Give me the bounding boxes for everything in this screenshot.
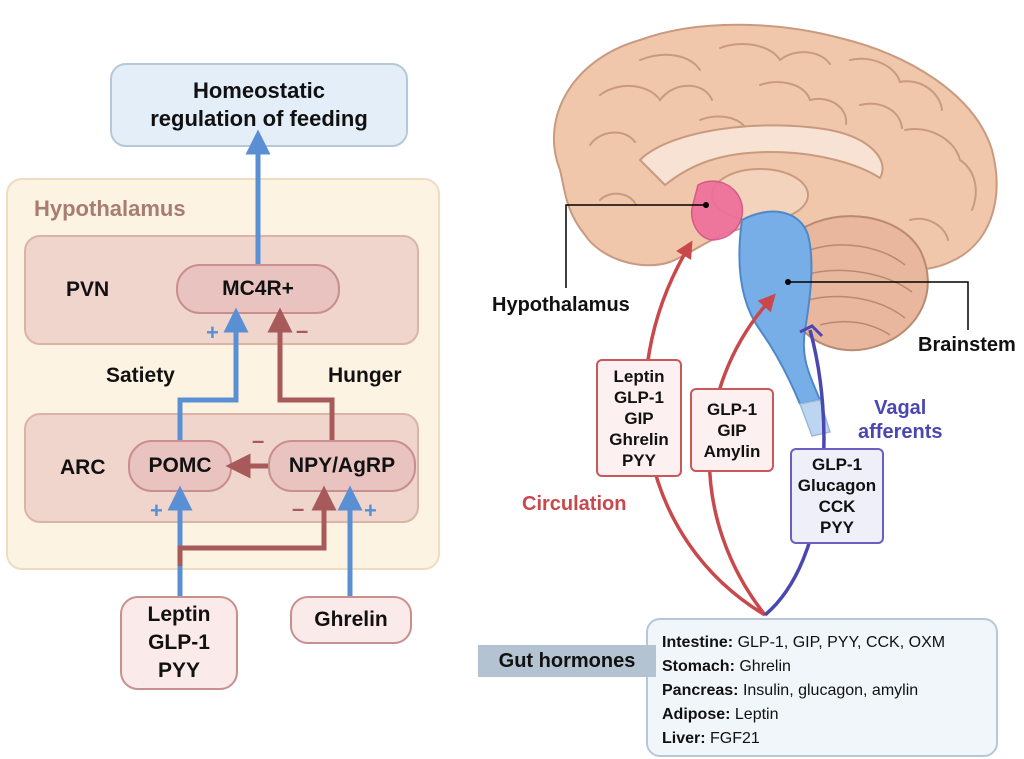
npy-to-pomc-minus: – <box>252 428 265 453</box>
npy-to-mc4r-arrow <box>267 307 335 440</box>
pomc-to-mc4r-arrow <box>177 307 249 440</box>
gut-hormones-adipose: Leptin <box>734 706 779 723</box>
gut-hormones-tag: Gut hormones <box>478 645 656 677</box>
vagal-hormone-pyy: PYY <box>819 518 855 537</box>
gut-organ-liver: Liver: <box>662 730 706 747</box>
circulation-label: Circulation <box>522 493 627 515</box>
bs-hormone-gip: GIP <box>717 420 747 440</box>
gut-organ-pancreas: Pancreas: <box>662 682 739 699</box>
npy-agrp-node: NPY/AgRP <box>268 440 416 492</box>
gut-organ-adipose: Adipose: <box>662 706 731 723</box>
pomc-node: POMC <box>128 440 232 492</box>
satiety-label: Satiety <box>106 364 175 387</box>
hyp-hormone-ghrelin: Ghrelin <box>609 429 669 449</box>
gut-organ-stomach: Stomach: <box>662 658 735 675</box>
gut-row-intestine: Intestine: GLP-1, GIP, PYY, CCK, OXM <box>662 634 945 652</box>
input-leptin: Leptin <box>147 603 211 626</box>
leptin-to-npy-minus: – <box>292 496 305 521</box>
brainstem-hormone-box: GLP-1 GIP Amylin <box>690 388 774 472</box>
cerebellum-folia <box>804 244 913 336</box>
brainstem <box>738 210 822 406</box>
gut-row-pancreas: Pancreas: Insulin, glucagon, amylin <box>662 682 918 700</box>
gut-row-stomach: Stomach: Ghrelin <box>662 658 791 676</box>
leptin-to-npy-arrow <box>177 485 337 566</box>
gut-organ-intestine: Intestine: <box>662 634 734 651</box>
arc-label: ARC <box>60 456 106 479</box>
pvn-row <box>24 235 419 345</box>
brainstem-pointer <box>788 281 969 330</box>
ghrelin-input: Ghrelin <box>290 596 412 644</box>
bs-hormone-glp1: GLP-1 <box>706 399 758 419</box>
gut-hormones-stomach: Ghrelin <box>739 658 791 675</box>
hyp-hormone-leptin: Leptin <box>613 366 665 386</box>
vagal-hormone-cck: CCK <box>818 497 856 516</box>
input-glp1: GLP-1 <box>148 631 210 654</box>
hyp-hormone-glp1: GLP-1 <box>613 387 665 407</box>
title-line-1: Homeostatic <box>192 78 326 103</box>
hyp-hormone-pyy: PYY <box>621 450 656 470</box>
mc4r-node: MC4R+ <box>176 264 340 314</box>
hunger-label: Hunger <box>328 364 402 387</box>
hypothalamus-pointer <box>565 204 706 288</box>
bs-hormone-amylin: Amylin <box>703 441 761 461</box>
vagal-label-line-2: afferents <box>858 421 943 443</box>
hypothalamus-hormone-box: Leptin GLP-1 GIP Ghrelin PYY <box>596 359 682 477</box>
vagal-hormone-glp1: GLP-1 <box>811 455 863 474</box>
ghrelin-to-npy-plus: + <box>364 498 377 523</box>
gut-hormones-pancreas: Insulin, glucagon, amylin <box>742 682 919 699</box>
gut-hormones-box: Intestine: GLP-1, GIP, PYY, CCK, OXM Sto… <box>646 618 998 757</box>
leptin-to-pomc-plus: + <box>150 498 163 523</box>
corpus-callosum <box>638 124 884 187</box>
vagal-afferents-label: Vagal afferents <box>858 396 942 444</box>
pomc-to-mc4r-plus: + <box>206 320 219 345</box>
gut-hormones-liver: FGF21 <box>710 730 760 747</box>
brainstem-label: Brainstem <box>918 334 1016 356</box>
hypothalamus-brain-label: Hypothalamus <box>492 294 630 316</box>
hypothalamus-panel-title: Hypothalamus <box>34 196 186 221</box>
pvn-label: PVN <box>66 278 110 301</box>
hyp-hormone-gip: GIP <box>624 408 654 428</box>
gut-row-adipose: Adipose: Leptin <box>662 706 779 724</box>
gut-row-liver: Liver: FGF21 <box>662 730 760 748</box>
input-pyy: PYY <box>157 659 201 682</box>
vagal-hormone-box: GLP-1 Glucagon CCK PYY <box>790 448 884 544</box>
gut-hormones-intestine: GLP-1, GIP, PYY, CCK, OXM <box>737 634 946 651</box>
title-line-2: regulation of feeding <box>150 106 368 131</box>
vagal-hormone-glucagon: Glucagon <box>797 476 877 495</box>
hypothalamus-region <box>690 180 744 241</box>
npy-to-mc4r-minus: – <box>296 318 309 343</box>
vagal-terminal <box>799 324 824 338</box>
vagal-label-line-1: Vagal <box>874 397 927 419</box>
